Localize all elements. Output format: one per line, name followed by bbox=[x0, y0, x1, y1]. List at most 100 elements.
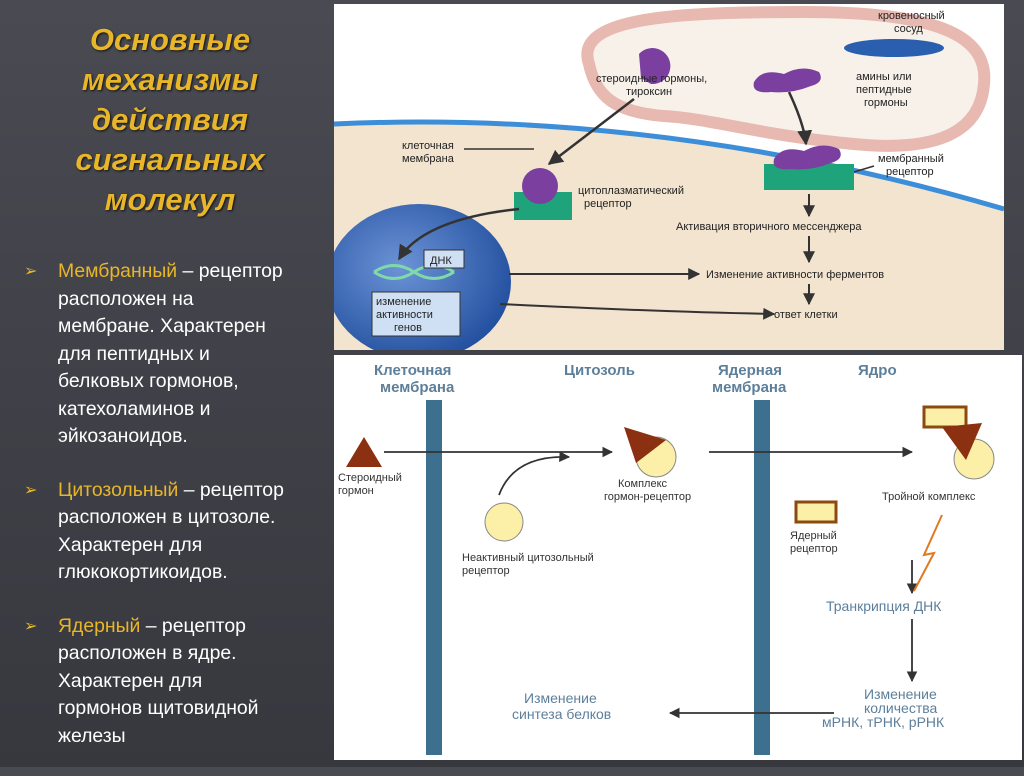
bullet-text: катехоламинов и bbox=[58, 397, 211, 420]
bullet-text: железы bbox=[58, 724, 126, 747]
top-diagram-panel: кровеносный сосуд стероидные гормоны, ти… bbox=[327, 4, 1005, 360]
header-nuclear-membrane: Ядерная bbox=[718, 362, 782, 379]
bullet-text: гормонов щитовидной bbox=[58, 697, 259, 719]
gene-label-box bbox=[371, 291, 461, 337]
label-rna: мРНК, тРНК, рРНК bbox=[822, 714, 945, 730]
bullet-term: Мембранный bbox=[58, 260, 178, 282]
lightning-icon bbox=[913, 514, 943, 592]
label-vessel: сосуд bbox=[894, 23, 923, 35]
label-protein: синтеза белков bbox=[512, 706, 611, 722]
label-cyto-receptor: цитоплазматический bbox=[578, 185, 684, 197]
label-enzymes: Изменение активности ферментов bbox=[706, 269, 884, 281]
label-inactive-receptor: Неактивный цитозольный bbox=[462, 552, 594, 564]
label-protein: Изменение bbox=[524, 690, 597, 706]
header-nucleus: Ядро bbox=[858, 362, 897, 379]
bullet-text: для пептидных и bbox=[58, 342, 210, 365]
label-genes: активности bbox=[376, 309, 433, 321]
title-line: механизмы bbox=[81, 62, 259, 97]
triple-complex-hormone-icon bbox=[942, 423, 982, 460]
label-amines: гормоны bbox=[864, 97, 908, 109]
label-vessel: кровеносный bbox=[878, 10, 945, 22]
header-cell-membrane: Клеточная bbox=[374, 362, 451, 379]
bullet-text: Характерен для bbox=[58, 533, 203, 556]
label-membrane: клеточная bbox=[402, 140, 454, 152]
cell-signaling-diagram: кровеносный сосуд стероидные гормоны, ти… bbox=[327, 5, 1005, 360]
arrow-receptor-to-dna bbox=[397, 207, 520, 261]
bullet-text: белковых гормонов, bbox=[58, 370, 239, 392]
bound-peptide-hormone-icon bbox=[773, 145, 841, 170]
complex-hormone-icon bbox=[624, 427, 666, 463]
label-triple-complex: Тройной комплекс bbox=[882, 491, 976, 503]
label-transcription: Транкрипция ДНК bbox=[826, 598, 942, 614]
bullet-nuclear: ➢ Ядерный – рецептор расположен в ядре. … bbox=[24, 613, 336, 751]
slide-title: Основные механизмы действия сигнальных м… bbox=[20, 20, 320, 220]
bullet-text: – рецептор bbox=[178, 478, 284, 501]
header-cytosol: Цитозоль bbox=[564, 362, 635, 379]
title-line: Основные bbox=[89, 22, 251, 57]
label-steroid-hormone: гормон bbox=[338, 485, 374, 497]
label-membrane: мембрана bbox=[402, 153, 455, 165]
bullet-text: мембране. Характерен bbox=[58, 315, 266, 337]
membrane-receptor-pointer-line bbox=[853, 165, 875, 173]
vessel-lumen bbox=[844, 39, 944, 57]
bullet-membrane: ➢ Мембранный – рецептор расположен на ме… bbox=[24, 258, 336, 451]
steroid-hormone-icon bbox=[346, 437, 382, 467]
inactive-receptor-icon bbox=[484, 502, 524, 542]
header-nuclear-membrane: мембрана bbox=[712, 379, 787, 396]
header-cell-membrane: мембрана bbox=[380, 379, 455, 396]
arrow-steroid-to-receptor bbox=[547, 98, 635, 165]
label-membrane-receptor: мембранный bbox=[878, 153, 944, 165]
label-complex: гормон-рецептор bbox=[604, 491, 691, 503]
label-steroid-hormone: Стероидный bbox=[338, 472, 402, 484]
label-inactive-receptor: рецептор bbox=[462, 565, 510, 577]
bullet-text: эйкозаноидов. bbox=[58, 425, 188, 447]
arrow-genes-to-response bbox=[499, 303, 776, 320]
title-line: действия bbox=[91, 102, 249, 137]
bullet-term: Ядерный bbox=[58, 614, 141, 637]
label-genes: генов bbox=[394, 322, 422, 334]
label-activation: Активация вторичного мессенджера bbox=[676, 221, 862, 233]
arrow-inactive-to-complex bbox=[498, 451, 571, 496]
label-amines: амины или bbox=[856, 71, 912, 83]
label-nuclear-receptor: Ядерный bbox=[790, 530, 837, 542]
bullet-arrow-icon: ➢ bbox=[24, 617, 38, 635]
title-line: молекул bbox=[104, 182, 236, 217]
label-membrane-receptor: рецептор bbox=[886, 166, 934, 178]
bullet-text: – рецептор bbox=[140, 614, 246, 637]
bullet-text: глюкокортикоидов. bbox=[58, 561, 228, 583]
label-nuclear-receptor: рецептор bbox=[790, 543, 838, 555]
bullet-cytosol: ➢ Цитозольный – рецептор расположен в ци… bbox=[24, 477, 336, 587]
nuclear-membrane-bar bbox=[754, 400, 770, 755]
peptide-hormone-icon bbox=[753, 68, 821, 93]
bottom-diagram-panel: Клеточная мембрана Цитозоль Ядерная мемб… bbox=[334, 355, 1022, 760]
label-genes: изменение bbox=[376, 296, 431, 308]
bullet-text: расположен на bbox=[58, 287, 194, 310]
label-complex: Комплекс bbox=[618, 478, 668, 490]
steroid-hormone-icon bbox=[639, 48, 671, 85]
bullet-term: Цитозольный bbox=[58, 478, 179, 501]
bullet-text: – рецептор bbox=[177, 260, 283, 282]
label-dna: ДНК bbox=[430, 255, 452, 267]
label-rna: Изменение bbox=[864, 686, 937, 702]
dna-label-box bbox=[423, 249, 465, 269]
arrow-amine-to-receptor bbox=[787, 91, 813, 146]
title-line: сигнальных bbox=[75, 142, 265, 177]
bullet-text: расположен в ядре. bbox=[58, 642, 237, 664]
bullet-arrow-icon: ➢ bbox=[24, 481, 38, 499]
triple-complex-receptor-icon bbox=[922, 405, 968, 429]
label-rna: количества bbox=[864, 700, 938, 716]
label-cyto-receptor: рецептор bbox=[584, 198, 632, 210]
bound-steroid-hormone-icon bbox=[522, 168, 558, 204]
bullet-text: Характерен для bbox=[58, 669, 203, 692]
bullet-arrow-icon: ➢ bbox=[24, 263, 38, 280]
label-steroid: тироксин bbox=[626, 86, 672, 98]
label-amines: пептидные bbox=[856, 84, 912, 96]
cell-membrane-bar bbox=[426, 400, 442, 755]
steroid-pathway-diagram: Клеточная мембрана Цитозоль Ядерная мемб… bbox=[338, 362, 995, 755]
label-steroid: стероидные гормоны, bbox=[596, 73, 707, 85]
bullet-text: расположен в цитозоле. bbox=[58, 506, 276, 528]
bullet-list: ➢ Мембранный – рецептор расположен на ме… bbox=[24, 258, 336, 776]
nuclear-receptor-icon bbox=[794, 500, 838, 524]
label-response: ответ клетки bbox=[774, 309, 838, 321]
cell-membrane-line bbox=[333, 119, 1005, 212]
